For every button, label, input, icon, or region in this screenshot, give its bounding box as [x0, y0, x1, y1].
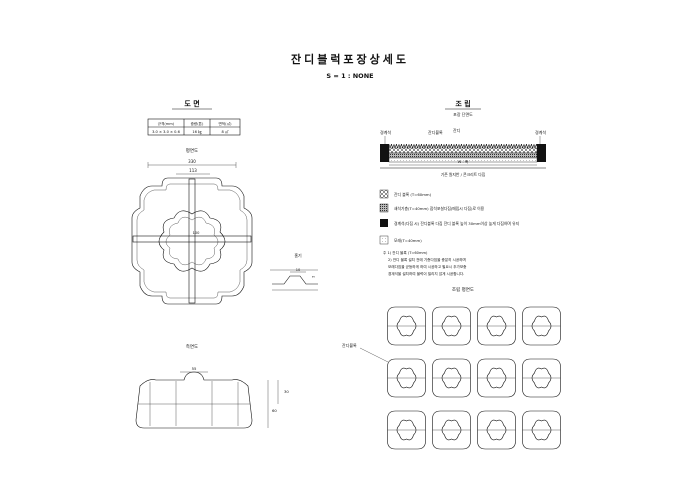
- pavement-section: 경계석 경계석 잔디블록 잔디 W - 폭 기존 원지반 / 콘크리트 다짐: [380, 127, 546, 177]
- material-legend: 잔디 블록 (T=60mm) 쇄석기층(T=40mm) 잡석포설다짐(매립시 다…: [379, 189, 519, 245]
- assembly-block-opening: [396, 419, 417, 441]
- spec-value-area: 8 ㎡: [221, 129, 228, 134]
- spec-value-weight: 16 ㎏: [192, 129, 202, 134]
- assembly-block: [432, 358, 471, 398]
- assembly-block-opening: [441, 419, 462, 441]
- note-line-3: 모래다짐을 균등하게 하여 시공하고 필요시 추가보충: [388, 264, 467, 269]
- assembly-block-opening: [486, 367, 507, 389]
- section-label: 포장 단면도: [453, 111, 473, 117]
- note-line-2: 2) 잔디 블록 설치 전에 기층다짐을 충분히 시공하며: [388, 257, 466, 262]
- assembly-block-opening: [441, 367, 462, 389]
- assembly-block-opening: [396, 367, 417, 389]
- section-dim: W - 폭: [458, 160, 469, 164]
- legend-swatch-cross: [379, 189, 389, 199]
- assembly-block: [432, 306, 471, 346]
- spec-value-size: 3.0 × 3.0 × 0.6: [152, 130, 180, 134]
- legend-text-4: 모래(T=40mm): [394, 238, 422, 243]
- side-view-label: 측면도: [186, 343, 198, 350]
- construction-notes: 주 1) 잔디 블록 (T=60mm) 2) 잔디 블록 설치 전에 기층다짐을…: [383, 250, 467, 276]
- assembly-block: [387, 358, 426, 398]
- plan-dim-inner: 113: [189, 168, 197, 173]
- assembly-block: [387, 410, 426, 450]
- legend-swatch-light: [379, 235, 389, 245]
- legend-text-2: 쇄석기층(T=40mm) 잡석포설다짐(매립시 다짐)로 이용: [394, 206, 485, 211]
- detail-note: 홈기: [294, 252, 302, 258]
- spec-header-weight: 중량(톤): [191, 121, 204, 126]
- spec-table: 규격(mm) 중량(톤) 면적(㎡) 3.0 × 3.0 × 0.6 16 ㎏ …: [147, 118, 241, 136]
- assembly-callout-label: 잔디블록: [342, 342, 357, 348]
- plan-dim-center: 100: [193, 231, 201, 235]
- section-tag-grass: 잔디: [453, 127, 461, 133]
- legend-swatch-dense: [379, 203, 389, 213]
- section-base: 기존 원지반 / 콘크리트 다짐: [441, 172, 486, 177]
- note-line-1: 주 1) 잔디 블록 (T=60mm): [383, 250, 428, 255]
- side-view: 55 30 60: [135, 366, 289, 429]
- assembly-block: [522, 358, 561, 398]
- assembly-block: [387, 306, 426, 346]
- assembly-block-opening: [531, 367, 552, 389]
- assembly-plan: [387, 306, 561, 450]
- assembly-block: [477, 358, 516, 398]
- assembly-block-opening: [396, 315, 417, 337]
- section-right-tag: 경계석: [535, 129, 546, 135]
- assembly-block-opening: [486, 315, 507, 337]
- assembly-block: [522, 410, 561, 450]
- legend-text-1: 잔디 블록 (T=60mm): [394, 192, 432, 197]
- right-heading: 조 립: [455, 99, 470, 108]
- sheet-scale: S = 1 : NONE: [326, 72, 373, 80]
- legend-swatch-solid: [380, 219, 388, 227]
- detail-dim: 10: [296, 268, 301, 272]
- plan-view-label: 평면도: [186, 147, 198, 154]
- left-heading: 도 면: [184, 99, 199, 108]
- assembly-block-opening: [531, 419, 552, 441]
- assembly-block: [522, 306, 561, 346]
- detail-tick-mark: ↔: [312, 275, 315, 279]
- assembly-block: [432, 410, 471, 450]
- side-dim-h2: 60: [272, 408, 277, 413]
- sheet-title: 잔디블럭포장상세도: [291, 52, 409, 66]
- note-line-4: 경계석을 설치하여 블럭이 밀리지 않게 시공합니다.: [388, 271, 464, 276]
- assembly-block-opening: [441, 315, 462, 337]
- section-left-tag: 경계석: [380, 129, 391, 135]
- plan-view: 100: [131, 177, 253, 305]
- legend-text-3: 경계석(다짐 시) 잔디블록 다짐 잔디 블록 높이 30mm이상 높게 다짐하…: [394, 221, 519, 226]
- plan-dimensions: 330 113: [147, 159, 237, 175]
- side-dim-h1: 30: [284, 389, 289, 394]
- spec-header-size: 규격(mm): [158, 121, 175, 126]
- assembly-block-opening: [486, 419, 507, 441]
- spec-header-area: 면적(㎡): [218, 121, 232, 126]
- assembly-block: [477, 306, 516, 346]
- assembly-block: [477, 410, 516, 450]
- assembly-block-opening: [531, 315, 552, 337]
- assembly-callout: 잔디블록: [342, 342, 389, 363]
- section-tag-block: 잔디블록: [428, 129, 443, 135]
- assembly-label: 조립 평면도: [452, 286, 474, 293]
- plan-dim-total: 330: [188, 159, 196, 164]
- groove-detail: 홈기 10 ↔: [270, 252, 318, 291]
- side-dim-top: 55: [192, 366, 197, 371]
